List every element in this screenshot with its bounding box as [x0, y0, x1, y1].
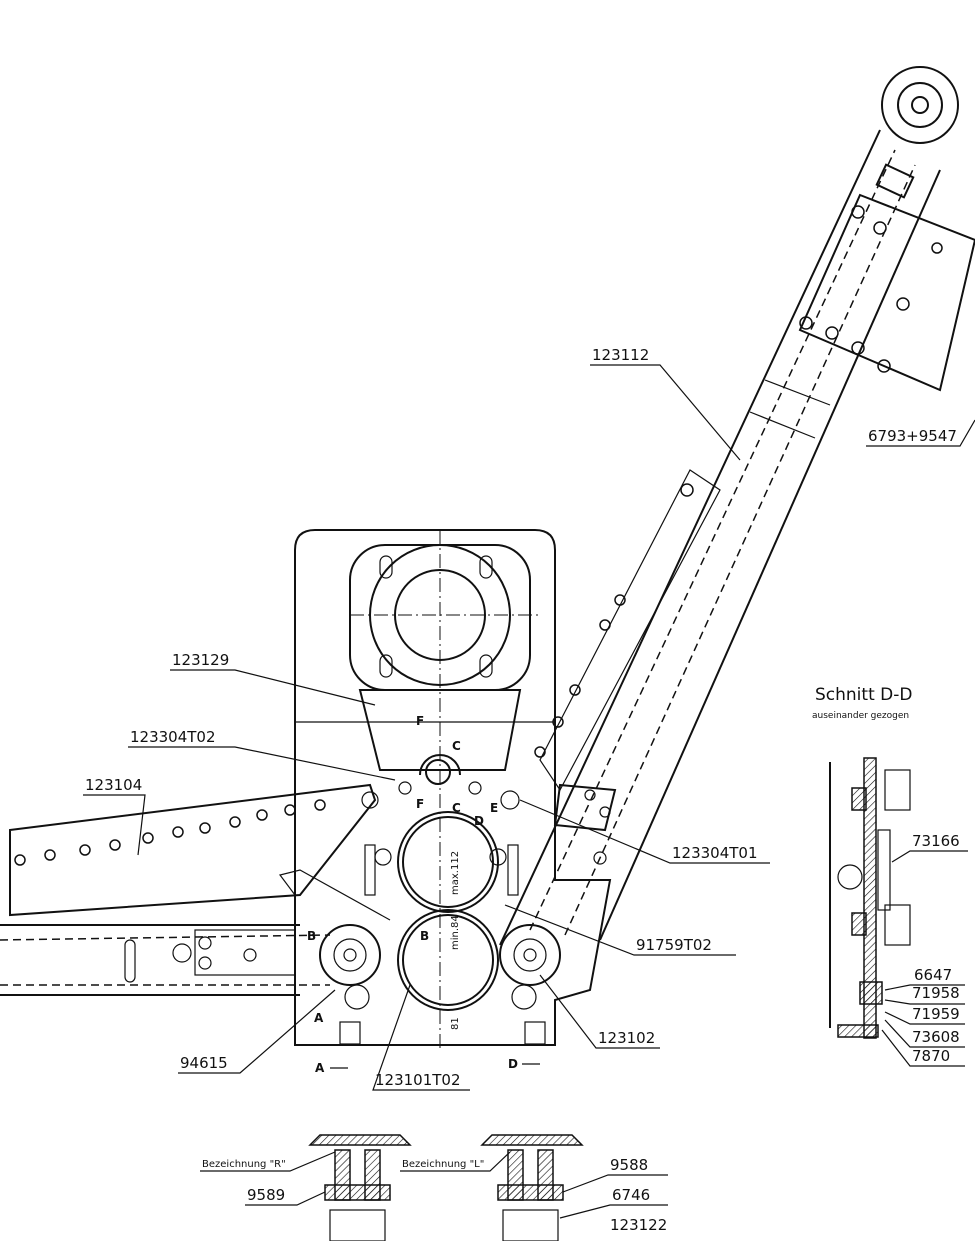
dim-max: max.112	[450, 851, 461, 895]
section-dd-title: Schnitt D-D	[815, 685, 912, 705]
section-dd-subtitle: auseinander gezogen	[812, 711, 909, 721]
bottom-details: Bezeichnung "R" Bezeichnung "L" 9589 958…	[200, 1134, 668, 1241]
label-123304T01: 123304T01	[672, 844, 758, 862]
mark-b: B	[307, 929, 316, 943]
label-123304T02: 123304T02	[130, 728, 216, 746]
label-123101T02: 123101T02	[375, 1071, 461, 1089]
mark-e: E	[490, 801, 498, 815]
section-marks: A A B B C C D D E F F min.84 max.112 81	[307, 714, 540, 1075]
label-94615: 94615	[180, 1054, 228, 1072]
label-123122: 123122	[610, 1216, 667, 1234]
dd-label-0: 73166	[912, 832, 960, 850]
label-9588: 9588	[610, 1156, 648, 1174]
mark-a2: A	[315, 1061, 325, 1075]
mark-d: D	[474, 814, 484, 828]
label-123104: 123104	[85, 776, 142, 794]
rollers	[319, 811, 561, 1045]
dim-min: min.84	[450, 915, 461, 950]
mark-f2: F	[416, 797, 424, 811]
label-123102: 123102	[598, 1029, 655, 1047]
label-6746: 6746	[612, 1186, 650, 1204]
label-bezeichnung-r: Bezeichnung "R"	[202, 1159, 286, 1170]
label-91759T02: 91759T02	[636, 936, 712, 954]
left-conveyor	[0, 783, 377, 996]
label-123112: 123112	[592, 346, 649, 364]
mark-b2: B	[420, 929, 429, 943]
dim-81: 81	[450, 1017, 461, 1030]
mark-c: C	[452, 739, 461, 753]
label-123129: 123129	[172, 651, 229, 669]
section-dd: Schnitt D-D auseinander gezogen 73166 66…	[812, 685, 968, 1067]
dd-label-5: 7870	[912, 1047, 950, 1065]
dd-label-3: 71959	[912, 1005, 960, 1023]
part-labels: 123112 6793+9547 123129 123304T02 123104…	[83, 346, 975, 1091]
mark-d2: D	[508, 1057, 518, 1071]
mark-f: F	[416, 714, 424, 728]
mark-a: A	[314, 1011, 324, 1025]
label-bezeichnung-l: Bezeichnung "L"	[402, 1159, 484, 1170]
housing	[278, 529, 612, 1050]
label-6793-9547: 6793+9547	[868, 427, 957, 445]
mark-c2: C	[452, 801, 461, 815]
dd-label-1: 6647	[914, 966, 952, 984]
dd-label-2: 71958	[912, 984, 960, 1002]
dd-label-4: 73608	[912, 1028, 960, 1046]
label-9589: 9589	[247, 1186, 285, 1204]
inclined-arm	[499, 66, 975, 946]
